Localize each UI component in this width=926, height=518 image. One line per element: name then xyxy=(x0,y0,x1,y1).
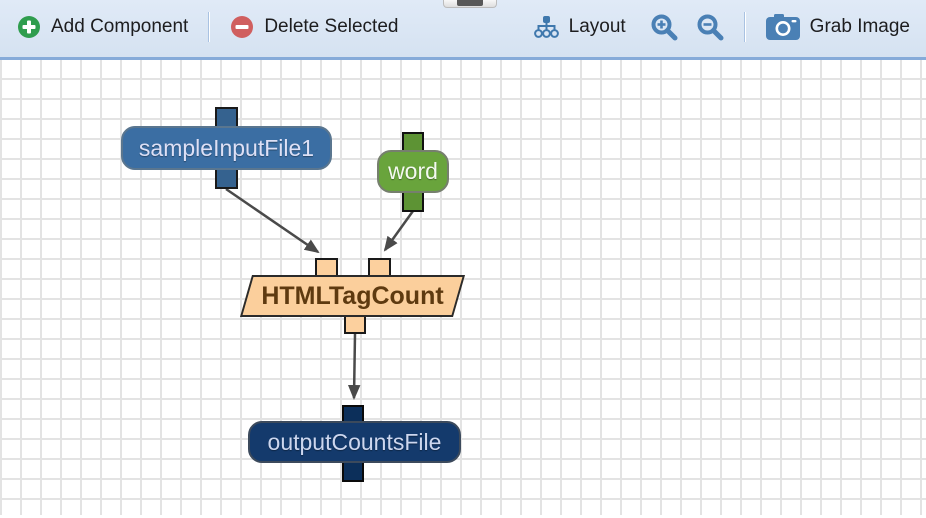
port-HTMLTagCount-output[interactable] xyxy=(344,315,366,334)
layout-button[interactable]: Layout xyxy=(534,15,626,39)
add-component-label: Add Component xyxy=(51,16,188,38)
delete-selected-label: Delete Selected xyxy=(264,16,398,38)
node-label: sampleInputFile1 xyxy=(139,135,314,162)
add-component-button[interactable]: Add Component xyxy=(17,15,188,39)
node-word[interactable]: word xyxy=(377,150,449,193)
window-grip xyxy=(457,0,483,6)
zoom-in-button[interactable] xyxy=(650,13,678,41)
node-sampleInputFile1[interactable]: sampleInputFile1 xyxy=(121,126,332,170)
zoom-out-icon xyxy=(696,13,724,41)
minus-circle-icon xyxy=(230,15,254,39)
port-word-bottom[interactable] xyxy=(402,191,424,212)
toolbar-separator xyxy=(208,12,210,42)
node-label: word xyxy=(388,158,438,185)
toolbar-right-group: Layout xyxy=(534,12,910,42)
grab-image-label: Grab Image xyxy=(810,16,910,38)
delete-selected-button[interactable]: Delete Selected xyxy=(230,15,398,39)
edge-sampleInputFile1-to-HTMLTagCount[interactable] xyxy=(226,189,318,252)
zoom-in-icon xyxy=(650,13,678,41)
port-sampleInputFile1-bottom[interactable] xyxy=(215,168,238,189)
zoom-out-button[interactable] xyxy=(696,13,724,41)
toolbar: Add Component Delete Selected Layout xyxy=(0,0,926,60)
plus-circle-icon xyxy=(17,15,41,39)
hierarchy-icon xyxy=(534,15,559,39)
port-outputCountsFile-bottom[interactable] xyxy=(342,460,364,482)
toolbar-separator xyxy=(744,12,746,42)
grab-image-button[interactable]: Grab Image xyxy=(766,14,910,40)
node-label[interactable]: HTMLTagCount xyxy=(246,275,459,317)
node-outputCountsFile[interactable]: outputCountsFile xyxy=(248,421,461,463)
edge-HTMLTagCount-to-outputCountsFile[interactable] xyxy=(354,334,355,398)
workflow-canvas[interactable]: sampleInputFile1 word HTMLTagCount outpu… xyxy=(0,60,926,515)
camera-icon xyxy=(766,14,800,40)
edge-word-to-HTMLTagCount[interactable] xyxy=(385,211,413,250)
layout-label: Layout xyxy=(569,16,626,38)
node-label: outputCountsFile xyxy=(268,429,442,456)
occluding-window-edge xyxy=(443,0,497,8)
